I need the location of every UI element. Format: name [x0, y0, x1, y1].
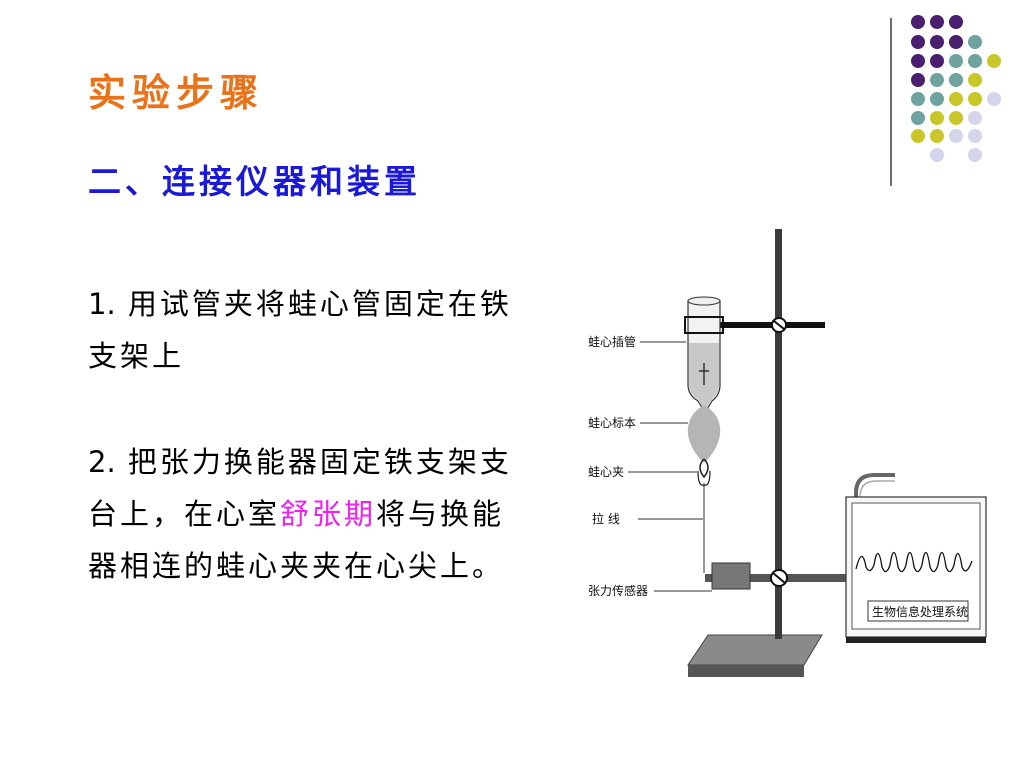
decorative-dot: [968, 35, 982, 49]
stand-pole: [775, 229, 782, 639]
stand-base: [687, 634, 823, 677]
step-2-number: 2.: [88, 445, 116, 479]
label-sensor: 张力传感器: [588, 583, 648, 598]
decorative-dot: [930, 148, 944, 162]
decorative-dot: [949, 129, 963, 143]
decorative-dot: [987, 92, 1001, 106]
decorative-dot: [987, 54, 1001, 68]
label-cannula: 蛙心插管: [588, 334, 636, 349]
upper-clamp-arm: [690, 322, 825, 328]
label-clip: 蛙心夹: [588, 465, 624, 479]
decorative-dot: [949, 73, 963, 87]
step-1-number: 1.: [88, 287, 116, 321]
decorative-dot: [911, 35, 925, 49]
label-system: 生物信息处理系统: [872, 604, 968, 619]
apparatus-diagram: 生物信息处理系统 蛙心插管 蛙心标本 蛙心夹 拉 线 张力传感器: [588, 229, 987, 677]
waveform: [855, 551, 973, 573]
signal-cable: [850, 473, 895, 580]
heart-specimen: [687, 405, 721, 463]
step-2-body-before: 把张力换能器固定铁支架支台上，在心室: [88, 445, 512, 531]
decorative-dot: [968, 54, 982, 68]
label-thread: 拉 线: [592, 511, 620, 526]
decorative-dot: [930, 54, 944, 68]
decorative-dot: [930, 15, 944, 29]
decorative-dot: [968, 92, 982, 106]
step-1-text: 1. 用试管夹将蛙心管固定在铁支架上: [88, 278, 528, 382]
decorative-dot: [930, 111, 944, 125]
decorative-dot: [911, 54, 925, 68]
decorative-dot: [930, 92, 944, 106]
decorative-dot: [949, 54, 963, 68]
monitor: [845, 496, 987, 643]
step-2-body-after: 将与换能器相连的蛙心夹夹在心尖上。: [88, 497, 505, 583]
decorative-dot: [968, 148, 982, 162]
decorative-dot: [930, 129, 944, 143]
step-2-text: 2. 把张力换能器固定铁支架支台上，在心室舒张期将与换能器相连的蛙心夹夹在心尖上…: [88, 436, 528, 592]
decorative-dot: [949, 92, 963, 106]
label-specimen: 蛙心标本: [588, 416, 636, 430]
decorative-dot: [911, 15, 925, 29]
cannula-tube: [684, 296, 724, 412]
decorative-dot: [968, 129, 982, 143]
decorative-dot: [949, 35, 963, 49]
section-subtitle: 二、连接仪器和装置: [88, 162, 421, 201]
decorative-dot: [968, 111, 982, 125]
tension-sensor: [711, 562, 751, 590]
decorative-dot: [968, 73, 982, 87]
step-1-body: 用试管夹将蛙心管固定在铁支架上: [88, 287, 512, 373]
page-title: 实验步骤: [88, 70, 265, 115]
decorative-dot: [911, 92, 925, 106]
decorative-dot: [930, 73, 944, 87]
decorative-dot: [911, 73, 925, 87]
step-2-highlight: 舒张期: [280, 497, 377, 531]
decorative-dot: [911, 129, 925, 143]
decorative-dot: [930, 35, 944, 49]
decorative-divider-line: [890, 18, 892, 186]
decorative-dot: [949, 15, 963, 29]
decorative-dot: [949, 111, 963, 125]
decorative-dot-grid: [911, 15, 1001, 162]
decorative-dot: [911, 111, 925, 125]
